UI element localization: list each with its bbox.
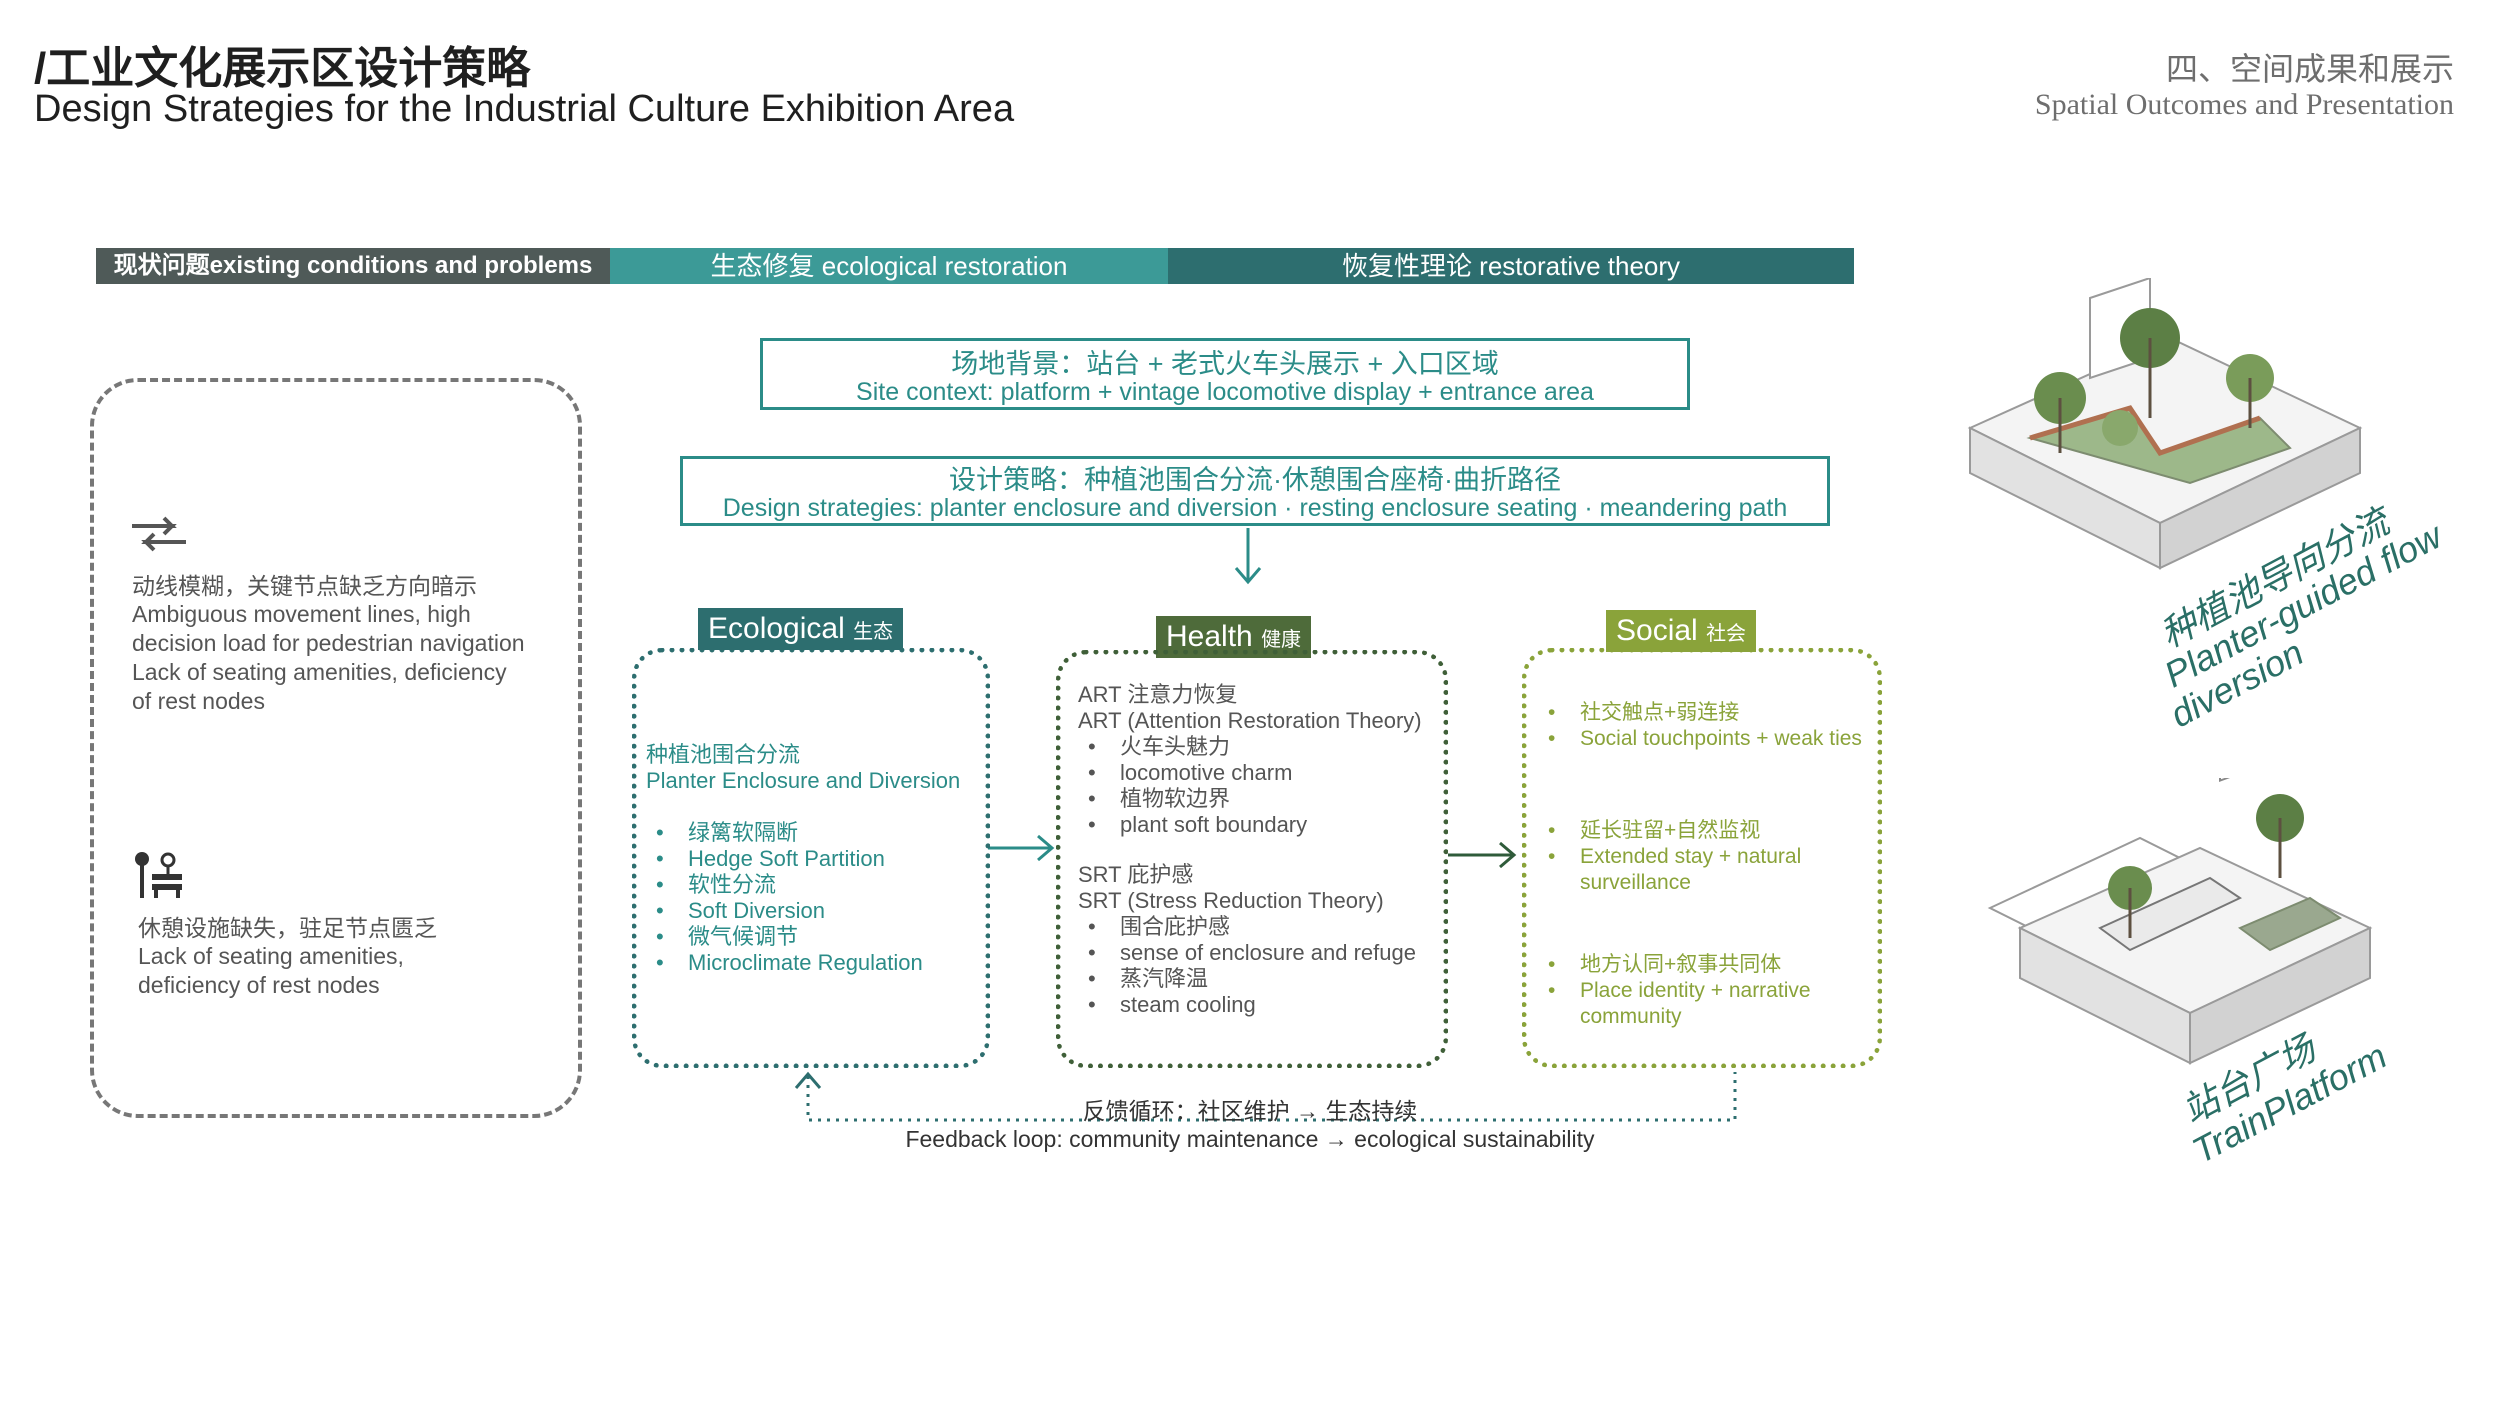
feedback-loop-line bbox=[794, 1071, 1737, 1122]
list-item: Soft Diversion bbox=[646, 898, 960, 924]
list-item: locomotive charm bbox=[1078, 760, 1422, 786]
arrows-exchange-icon bbox=[132, 516, 186, 552]
theory-band: 恢复性理论 restorative theory bbox=[1168, 248, 1854, 284]
section-title-en: Spatial Outcomes and Presentation bbox=[2034, 88, 2454, 121]
street-lamp-bench-icon bbox=[135, 852, 182, 898]
right-arrow-icon bbox=[1448, 841, 1517, 869]
problems-box bbox=[90, 378, 582, 1118]
list-item: 蒸汽降温 bbox=[1078, 966, 1422, 992]
ecological-content: 种植池围合分流 Planter Enclosure and Diversion … bbox=[646, 742, 960, 976]
site-context-cn: 场地背景：站台 + 老式火车头展示 + 入口区域 bbox=[951, 349, 1499, 379]
problem-2-cn: 休憩设施缺失，驻足节点匮乏 bbox=[138, 915, 437, 941]
list-item: Extended stay + natural bbox=[1538, 844, 1862, 870]
health-content: ART 注意力恢复 ART (Attention Restoration The… bbox=[1078, 682, 1422, 1018]
list-item: 火车头魅力 bbox=[1078, 734, 1422, 760]
list-item: 地方认同+叙事共同体 bbox=[1538, 952, 1862, 978]
list-item: 软性分流 bbox=[646, 872, 960, 898]
train-platform-illustration bbox=[1987, 778, 2373, 1065]
problem-1-en: Ambiguous movement lines, high decision … bbox=[132, 601, 525, 714]
design-strategy-box: 设计策略：种植池围合分流·休憩围合座椅·曲折路径 Design strategi… bbox=[680, 456, 1830, 526]
page-title-cn: /工业文化展示区设计策略 bbox=[34, 44, 531, 93]
feedback-loop: 反馈循环：社区维护 → 生态持续 Feedback loop: communit… bbox=[905, 1098, 1595, 1152]
list-item: 围合庇护感 bbox=[1078, 914, 1422, 940]
problem-1-cn: 动线模糊，关键节点缺乏方向暗示 bbox=[132, 573, 477, 599]
social-tag: Social 社会 bbox=[1606, 610, 1757, 652]
list-item: 微气候调节 bbox=[646, 924, 960, 950]
site-context-en: Site context: platform + vintage locomot… bbox=[856, 378, 1594, 406]
ecological-tag: Ecological 生态 bbox=[698, 608, 904, 650]
list-item: Social touchpoints + weak ties bbox=[1538, 726, 1862, 752]
site-context-box: 场地背景：站台 + 老式火车头展示 + 入口区域 Site context: p… bbox=[760, 338, 1690, 410]
problems-band: 现状问题existing conditions and problems bbox=[96, 248, 610, 284]
list-item: 社交触点+弱连接 bbox=[1538, 700, 1862, 726]
social-box bbox=[1522, 648, 1882, 1068]
list-item: 绿篱软隔断 bbox=[646, 820, 960, 846]
list-item: Hedge Soft Partition bbox=[646, 846, 960, 872]
design-strategy-cn: 设计策略：种植池围合分流·休憩围合座椅·曲折路径 bbox=[949, 465, 1561, 495]
down-arrow-icon bbox=[1234, 528, 1262, 585]
list-item: plant soft boundary bbox=[1078, 812, 1422, 838]
social-content: 社交触点+弱连接 Social touchpoints + weak ties … bbox=[1538, 700, 1862, 1030]
ecological-box bbox=[632, 648, 990, 1068]
page-title-en: Design Strategies for the Industrial Cul… bbox=[34, 88, 1015, 130]
right-arrow-icon bbox=[988, 834, 1055, 862]
list-item: Place identity + narrative bbox=[1538, 978, 1862, 1004]
list-item: sense of enclosure and refuge bbox=[1078, 940, 1422, 966]
ecology-band: 生态修复 ecological restoration bbox=[610, 248, 1168, 284]
list-item: steam cooling bbox=[1078, 992, 1422, 1018]
list-item: 延长驻留+自然监视 bbox=[1538, 818, 1862, 844]
health-box bbox=[1056, 650, 1448, 1068]
design-strategy-en: Design strategies: planter enclosure and… bbox=[722, 494, 1788, 522]
list-item: Microclimate Regulation bbox=[646, 950, 960, 976]
problem-2-en: Lack of seating amenities, deficiency of… bbox=[138, 943, 404, 998]
planter-diversion-illustration bbox=[1967, 278, 2363, 570]
section-title-cn: 四、空间成果和展示 bbox=[2165, 51, 2454, 87]
list-item: 植物软边界 bbox=[1078, 786, 1422, 812]
